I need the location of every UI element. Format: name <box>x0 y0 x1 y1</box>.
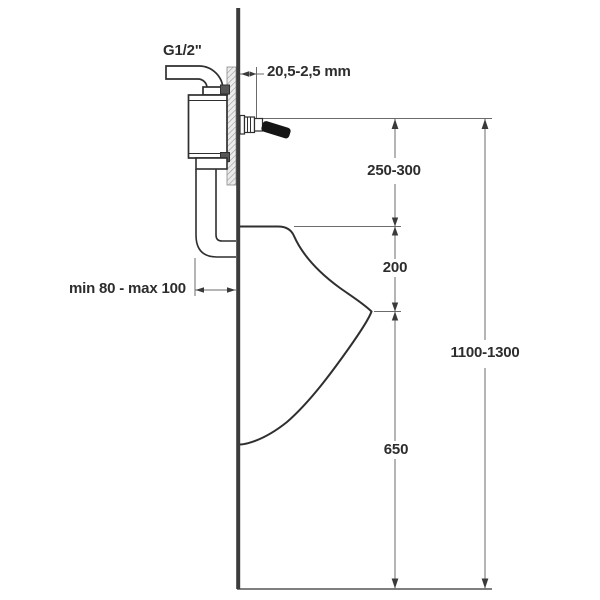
arrow-up-b <box>481 119 489 129</box>
spout-ribbed-body <box>243 116 256 134</box>
arrow-right-pipe-depth <box>227 287 236 293</box>
supply-pipe <box>165 65 228 96</box>
arrow-up-rim <box>391 226 399 236</box>
spout-nut <box>253 117 264 132</box>
arrow-left-pipe-depth <box>195 287 204 293</box>
label-dim-lip-to-floor: 650 <box>382 441 410 459</box>
label-dim-valve-to-rim: 250-300 <box>366 162 422 180</box>
dimension-arrows <box>195 71 489 589</box>
arrow-down-lip <box>391 302 399 312</box>
label-dim-total-height: 1100-1300 <box>449 344 521 362</box>
mounting-bolt-top <box>220 84 230 95</box>
arrow-down-a <box>391 578 399 589</box>
arrow-down-rim <box>391 217 399 227</box>
arrow-down-b <box>481 578 489 589</box>
label-wall-offset: 20,5-2,5 mm <box>266 63 352 81</box>
valve-body <box>187 94 228 159</box>
lever-handle <box>261 121 291 139</box>
urinal-profile <box>239 225 373 446</box>
label-dim-rim-to-lip: 200 <box>381 259 409 277</box>
wall-line <box>236 8 241 589</box>
flush-pipe-inner <box>215 169 236 242</box>
label-pipe-recess-depth: min 80 - max 100 <box>68 280 187 298</box>
spout-flange <box>239 114 246 135</box>
flush-pipe-coupling <box>195 157 228 170</box>
arrow-up-lip <box>391 311 399 321</box>
label-inlet-thread: G1/2" <box>162 42 203 60</box>
flush-valve-box <box>187 84 230 162</box>
flush-pipe <box>195 157 236 258</box>
valve-outlet <box>239 114 291 139</box>
arrow-up-a <box>391 119 399 129</box>
arrow-right-wall-offset <box>249 71 257 77</box>
arrow-left-wall-offset <box>241 71 249 77</box>
flush-pipe-outer <box>195 169 236 258</box>
